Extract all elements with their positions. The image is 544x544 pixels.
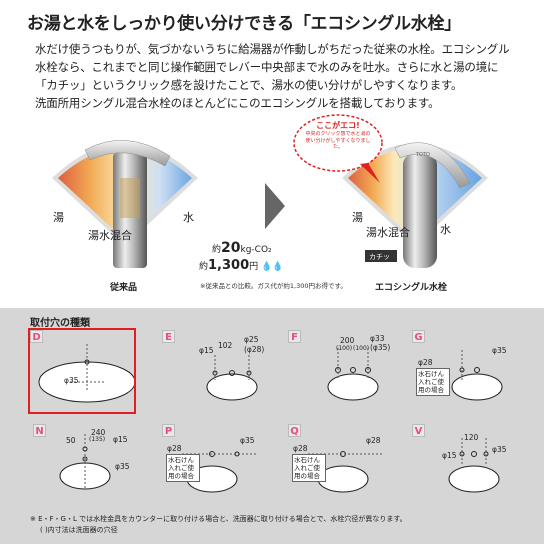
arrow-right-icon bbox=[265, 183, 285, 229]
note-line: 用の場合 bbox=[418, 386, 444, 394]
left-cold-label: 水 bbox=[183, 211, 194, 224]
dim-label: φ28 bbox=[293, 444, 308, 453]
note-line: 水石けん bbox=[168, 456, 194, 464]
dim-label: φ28 bbox=[366, 436, 381, 445]
right-cold-label: 水 bbox=[440, 223, 451, 236]
dim-label: (100) bbox=[336, 345, 353, 352]
page-title: お湯と水をしっかり使い分けできる「エコシングル水栓」 bbox=[27, 14, 461, 34]
hole-letter: G bbox=[412, 330, 425, 343]
dim-label: (φ35) bbox=[370, 343, 391, 352]
saving-yen-prefix: 約 bbox=[199, 262, 209, 272]
dim-label: φ35 bbox=[240, 436, 255, 445]
description: 水だけ使うつもりが、気づかないうちに給湯器が作動しがちだった従来の水栓。エコシン… bbox=[35, 40, 525, 112]
saving-yen: 約1,300円 💧💧 bbox=[199, 258, 283, 273]
note-line: 用の場合 bbox=[294, 472, 320, 480]
dim-label: 120 bbox=[464, 433, 479, 442]
callout-title: ここがエコ! bbox=[316, 120, 360, 130]
dim-label: (φ28) bbox=[244, 345, 265, 354]
hole-type-n: N 240 50 (135) φ15 φ35 bbox=[33, 424, 143, 514]
conventional-faucet bbox=[84, 140, 171, 268]
hole-letter: V bbox=[412, 424, 425, 437]
brand-logo: TOTO bbox=[415, 152, 430, 158]
left-hot-label: 湯 bbox=[53, 211, 64, 224]
eco-single-faucet: TOTO bbox=[394, 142, 471, 268]
callout-body: 中央のクリック感で水と湯の使い分けがしやすくなりました。 bbox=[305, 131, 371, 150]
note-line: 水石けん bbox=[418, 370, 444, 378]
hole-type-q: Q φ28 φ28 水石けん 入れご使 用の場合 bbox=[288, 424, 398, 514]
dim-label: φ35 bbox=[115, 462, 130, 471]
dim-label: φ35 bbox=[492, 346, 507, 355]
saving-co2-unit: kg-CO₂ bbox=[240, 245, 272, 255]
note-line: 入れご使 bbox=[418, 378, 444, 386]
mounting-hole-panel bbox=[0, 308, 544, 544]
dim-label: 50 bbox=[66, 436, 76, 445]
saving-co2-value: 20 bbox=[221, 240, 241, 256]
footnote-mounting: ※ E・F・G・L では水栓金具をカウンターに取り付ける場合と、洗面器に取り付け… bbox=[30, 515, 407, 523]
left-mix-label: 湯水混合 bbox=[88, 228, 132, 242]
hole-type-v: V 120 φ15 φ35 bbox=[412, 424, 522, 514]
faucet-comparison-illustration: 湯 湯水混合 水 TOTO 湯 湯水混合 水 カチッ ここがエコ! 中央のクリッ… bbox=[52, 114, 488, 268]
water-drop-icon: 💧💧 bbox=[261, 262, 284, 272]
hole-letter: Q bbox=[288, 424, 301, 437]
hole-type-p: P φ28 φ35 水石けん 入れご使 用の場合 bbox=[162, 424, 272, 514]
soap-dispenser-note: 水石けん 入れご使 用の場合 bbox=[166, 454, 200, 482]
hole-type-f: F 200 (100) (100) φ33 (φ35) bbox=[288, 330, 398, 420]
description-line: 水栓なら、これまでと同じ操作範囲でレバー中央部まで水のみを吐水。さらに水と湯の境… bbox=[35, 60, 499, 74]
hole-type-d: D φ35 bbox=[28, 328, 136, 414]
conventional-caption: 従来品 bbox=[110, 283, 138, 293]
click-badge bbox=[365, 250, 397, 262]
dim-label: (135) bbox=[89, 436, 106, 443]
dim-label: 240 bbox=[91, 428, 106, 437]
dim-label: 102 bbox=[218, 341, 233, 350]
saving-note: ※従来品との比較。ガス代が約1,300円お得です。 bbox=[200, 282, 347, 290]
dim-label: 200 bbox=[340, 336, 355, 345]
dim-label: (100) bbox=[353, 345, 370, 352]
note-line: 用の場合 bbox=[168, 472, 194, 480]
description-line: 洗面所用シングル混合水栓のほとんどにこのエコシングルを搭載しております。 bbox=[35, 96, 440, 110]
hole-letter: N bbox=[33, 424, 46, 437]
right-hot-label: 湯 bbox=[352, 211, 363, 224]
dim-label: φ28 bbox=[418, 358, 433, 367]
note-line: 入れご使 bbox=[294, 464, 320, 472]
dim-label: φ25 bbox=[244, 335, 259, 344]
diameter-label: φ35 bbox=[64, 376, 79, 385]
right-mix-label: 湯水混合 bbox=[366, 225, 410, 239]
note-line: 水石けん bbox=[294, 456, 320, 464]
hole-type-e: E φ15 102 φ25 (φ28) bbox=[162, 330, 272, 420]
dim-label: φ35 bbox=[492, 445, 507, 454]
soap-dispenser-note: 水石けん 入れご使 用の場合 bbox=[416, 368, 450, 396]
eco-callout: ここがエコ! 中央のクリック感で水と湯の使い分けがしやすくなりました。 bbox=[293, 114, 383, 183]
eco-caption: エコシングル水栓 bbox=[375, 283, 448, 293]
panel-title: 取付穴の種類 bbox=[30, 318, 90, 329]
hole-letter: P bbox=[162, 424, 175, 437]
description-line: 水だけ使うつもりが、気づかないうちに給湯器が作動しがちだった従来の水栓。エコシン… bbox=[35, 42, 510, 56]
hole-type-g: G φ28 φ35 水石けん 入れご使 用の場合 bbox=[412, 330, 522, 420]
footnote-parentheses: ( )内寸法は洗面器の穴径 bbox=[40, 526, 118, 534]
saving-co2-prefix: 約 bbox=[212, 245, 222, 255]
dim-label: φ28 bbox=[167, 444, 182, 453]
hole-letter: F bbox=[288, 330, 301, 343]
saving-co2: 約20kg-CO₂ bbox=[212, 240, 272, 256]
soap-dispenser-note: 水石けん 入れご使 用の場合 bbox=[292, 454, 326, 482]
description-line: 「カチッ」というクリック感を設けたことで、湯水の使い分けがしやすくなります。 bbox=[35, 78, 463, 92]
click-label: カチッ bbox=[369, 253, 390, 261]
dim-label: φ15 bbox=[113, 435, 128, 444]
dim-label: φ33 bbox=[370, 334, 385, 343]
note-line: 入れご使 bbox=[168, 464, 194, 472]
dim-label: φ15 bbox=[199, 346, 214, 355]
saving-yen-unit: 円 bbox=[249, 262, 259, 272]
hole-letter: E bbox=[162, 330, 175, 343]
hole-letter: D bbox=[30, 330, 43, 343]
saving-yen-value: 1,300 bbox=[208, 258, 250, 273]
dim-label: φ15 bbox=[442, 451, 457, 460]
